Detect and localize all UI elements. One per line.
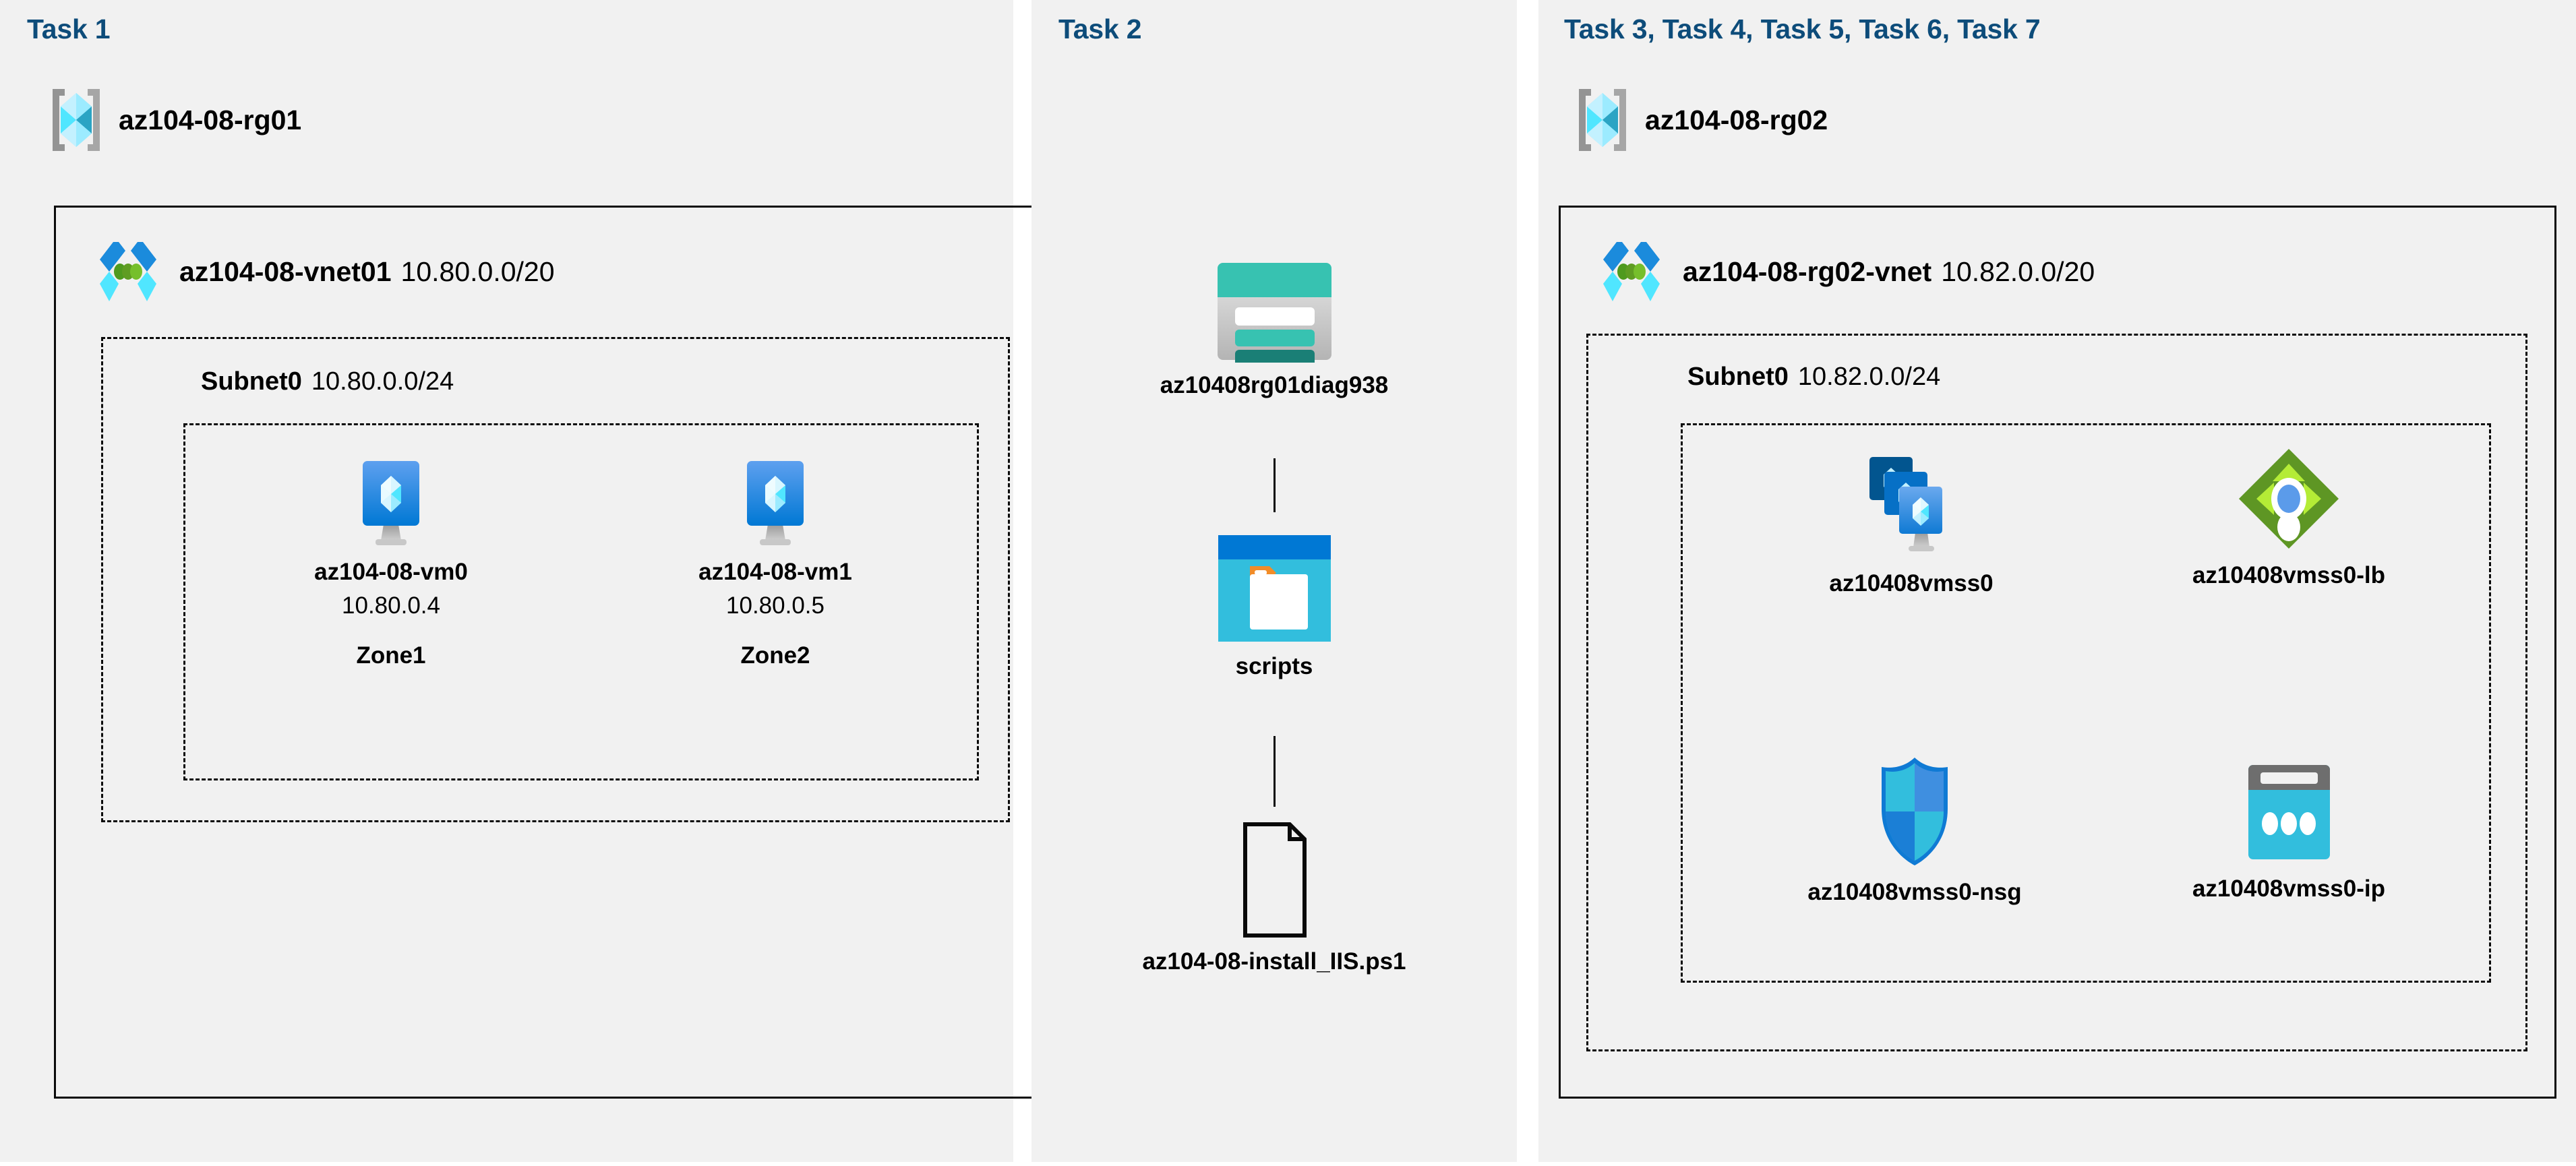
- rg02-vnet-name: az104-08-rg02-vnet: [1683, 255, 1932, 287]
- task2-label: Task 2: [1058, 13, 1142, 44]
- virtual-machine-icon: [738, 458, 812, 549]
- storage-account-node[interactable]: az10408rg01diag938: [1106, 260, 1443, 399]
- load-balancer-icon: [2235, 445, 2343, 553]
- blob-container-name: scripts: [1235, 653, 1313, 679]
- task1-label: Task 1: [27, 13, 111, 44]
- virtual-machine-icon: [354, 458, 428, 549]
- blob-container-node[interactable]: scripts: [1106, 532, 1443, 680]
- connector-storage-to-container: [1274, 458, 1276, 512]
- rg02-resource-group-boundary: [1681, 423, 2491, 983]
- storage-account-icon: [1212, 260, 1337, 363]
- vm-node-1-ip: 10.80.0.5: [726, 592, 825, 619]
- resource-group-icon: [1575, 86, 1630, 154]
- panel-task1: [0, 0, 1013, 1162]
- public-ip-name: az10408vmss0-ip: [2192, 876, 2386, 902]
- nsg-node[interactable]: az10408vmss0-nsg: [1803, 754, 2026, 906]
- virtual-network-icon: [94, 239, 162, 304]
- resource-group-task1: az104-08-rg01: [49, 86, 301, 154]
- vnet01-cidr: 10.80.0.0/20: [400, 255, 555, 287]
- vm-scale-set-icon: [1863, 453, 1960, 561]
- file-node[interactable]: az104-08-install_IIS.ps1: [1106, 821, 1443, 975]
- subnet0-task1-cidr: 10.80.0.0/24: [311, 367, 454, 396]
- subnet0-task1-header: Subnet0 10.80.0.0/24: [201, 367, 454, 396]
- vm-node-1-zone: Zone2: [740, 642, 810, 669]
- resource-group-task3to7: az104-08-rg02: [1575, 86, 1828, 154]
- task3to7-label: Task 3, Task 4, Task 5, Task 6, Task 7: [1564, 13, 2041, 44]
- nsg-name: az10408vmss0-nsg: [1807, 879, 2022, 905]
- public-ip-node[interactable]: az10408vmss0-ip: [2178, 762, 2400, 902]
- resource-group-name: az104-08-rg01: [119, 104, 302, 135]
- vm-node-0-zone: Zone1: [356, 642, 426, 669]
- vm-node-0-name: az104-08-vm0: [314, 559, 468, 585]
- network-security-group-icon: [1871, 754, 1958, 869]
- blob-container-icon: [1212, 532, 1337, 644]
- vm-node-1[interactable]: az104-08-vm1 10.80.0.5 Zone2: [674, 458, 876, 669]
- vmss-node[interactable]: az10408vmss0: [1793, 453, 2029, 597]
- vmss-name: az10408vmss0: [1829, 570, 1994, 596]
- resource-group-icon: [49, 86, 104, 154]
- rg02-vnet-header: az104-08-rg02-vnet 10.82.0.0/20: [1598, 239, 2095, 304]
- load-balancer-name: az10408vmss0-lb: [2192, 562, 2386, 588]
- load-balancer-node[interactable]: az10408vmss0-lb: [2171, 445, 2407, 589]
- connector-container-to-file: [1274, 736, 1276, 807]
- subnet0-rg02-header: Subnet0 10.82.0.0/24: [1687, 363, 1940, 392]
- storage-account-name: az10408rg01diag938: [1160, 372, 1389, 398]
- subnet0-rg02-boundary: [1586, 334, 2527, 1051]
- public-ip-address-icon: [2240, 762, 2338, 866]
- file-icon: [1229, 821, 1320, 939]
- virtual-network-icon: [1598, 239, 1665, 304]
- panel-task3to7: [1538, 0, 2576, 1162]
- subnet0-task1-name: Subnet0: [201, 367, 302, 396]
- subnet0-task1-boundary: [101, 337, 1010, 822]
- subnet0-rg02-cidr: 10.82.0.0/24: [1797, 363, 1941, 391]
- vm-group-boundary: [183, 423, 979, 780]
- resource-group-name: az104-08-rg02: [1645, 104, 1828, 135]
- file-name: az104-08-install_IIS.ps1: [1142, 948, 1406, 975]
- vm-node-0[interactable]: az104-08-vm0 10.80.0.4 Zone1: [290, 458, 492, 669]
- vm-node-0-ip: 10.80.0.4: [342, 592, 440, 619]
- rg02-vnet-boundary: [1559, 206, 2556, 1099]
- vnet01-name: az104-08-vnet01: [179, 255, 392, 287]
- rg02-vnet-cidr: 10.82.0.0/20: [1941, 255, 2095, 287]
- subnet0-rg02-name: Subnet0: [1687, 363, 1789, 391]
- vm-node-1-name: az104-08-vm1: [698, 559, 852, 585]
